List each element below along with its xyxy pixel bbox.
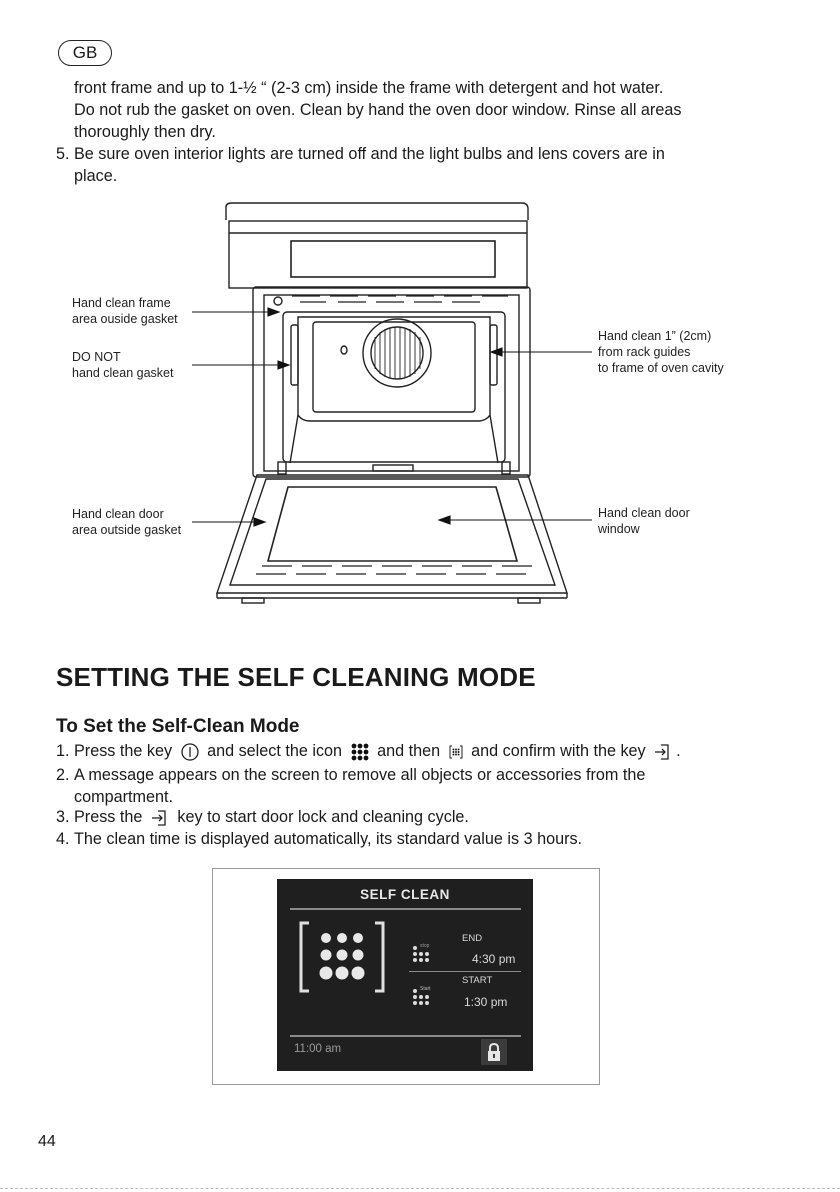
intro-line-3: thoroughly then dry.	[74, 123, 216, 141]
self-clean-large-icon	[299, 921, 385, 993]
label-gasket-line-1: DO NOT	[72, 350, 121, 364]
self-clean-icon	[449, 745, 463, 759]
label-gasket-line-2: hand clean gasket	[72, 366, 174, 380]
intro-line-1: front frame and up to 1-½ “ (2-3 cm) ins…	[74, 79, 664, 97]
confirm-key-icon	[151, 810, 166, 826]
step-2-line-2: compartment.	[74, 788, 173, 806]
display-divider-bottom	[290, 1035, 521, 1037]
step-1-part-e: .	[676, 742, 681, 760]
label-door-line-2: area outside gasket	[72, 523, 182, 537]
intro-line-2: Do not rub the gasket on oven. Clean by …	[74, 101, 682, 119]
step-2-line-1: A message appears on the screen to remov…	[74, 766, 646, 784]
label-window-line-1: Hand clean door	[598, 506, 690, 520]
step-1-part-a: Press the key	[74, 742, 173, 760]
language-badge: GB	[58, 40, 112, 66]
label-rack-line-1: Hand clean 1” (2cm)	[598, 329, 712, 343]
item-5-line-1: Be sure oven interior lights are turned …	[74, 145, 665, 163]
display-title: SELF CLEAN	[360, 887, 450, 902]
step-2-number: 2.	[56, 766, 70, 784]
step-1-part-b: and select the icon	[207, 742, 343, 760]
confirm-key-icon	[655, 744, 669, 760]
label-window-line-2: window	[598, 522, 640, 536]
step-3-part-a: Press the	[74, 808, 143, 826]
start-label: START	[462, 975, 493, 986]
page-number: 44	[38, 1133, 56, 1150]
label-rack-line-3: to frame of oven cavity	[598, 361, 724, 375]
step-3-part-b: key to start door lock and cleaning cycl…	[177, 808, 469, 826]
dots-grid-icon	[351, 743, 368, 761]
display-divider-top	[290, 908, 521, 910]
start-tag: Start	[420, 986, 431, 992]
lock-button[interactable]	[481, 1039, 507, 1065]
step-3-text: Press the key to start door lock and cle…	[74, 806, 469, 828]
step-4-number: 4.	[56, 830, 70, 848]
step-1-text: Press the key and select the icon and th…	[74, 740, 681, 762]
step-1-part-c: and then	[377, 742, 441, 760]
end-time: 4:30 pm	[472, 952, 516, 966]
oven-cleaning-diagram	[192, 202, 592, 604]
end-dots-icon	[413, 946, 429, 962]
label-frame-line-1: Hand clean frame	[72, 296, 171, 310]
step-1-part-d: and confirm with the key	[471, 742, 646, 760]
lock-icon	[488, 1042, 500, 1061]
stop-tag: stop	[420, 943, 430, 949]
item-5-line-2: place.	[74, 167, 118, 185]
display-divider-mid	[409, 971, 521, 972]
page-bottom-rule	[0, 1188, 840, 1189]
section-subtitle: To Set the Self-Clean Mode	[56, 716, 300, 737]
label-door-line-1: Hand clean door	[72, 507, 164, 521]
step-1-number: 1.	[56, 742, 70, 760]
oven-display-screen: SELF CLEAN stop END 4:30 pm START Start …	[277, 879, 533, 1071]
step-4-text: The clean time is displayed automaticall…	[74, 830, 583, 848]
end-label: END	[462, 933, 483, 944]
start-time: 1:30 pm	[464, 995, 508, 1009]
item-5-number: 5.	[56, 145, 70, 163]
clock-time: 11:00 am	[294, 1043, 342, 1055]
step-3-number: 3.	[56, 808, 70, 826]
section-title: SETTING THE SELF CLEANING MODE	[56, 662, 536, 692]
start-dots-icon	[413, 989, 429, 1005]
label-frame-line-2: area ouside gasket	[72, 312, 178, 326]
power-key-icon	[180, 743, 199, 761]
label-rack-line-2: from rack guides	[598, 345, 691, 359]
